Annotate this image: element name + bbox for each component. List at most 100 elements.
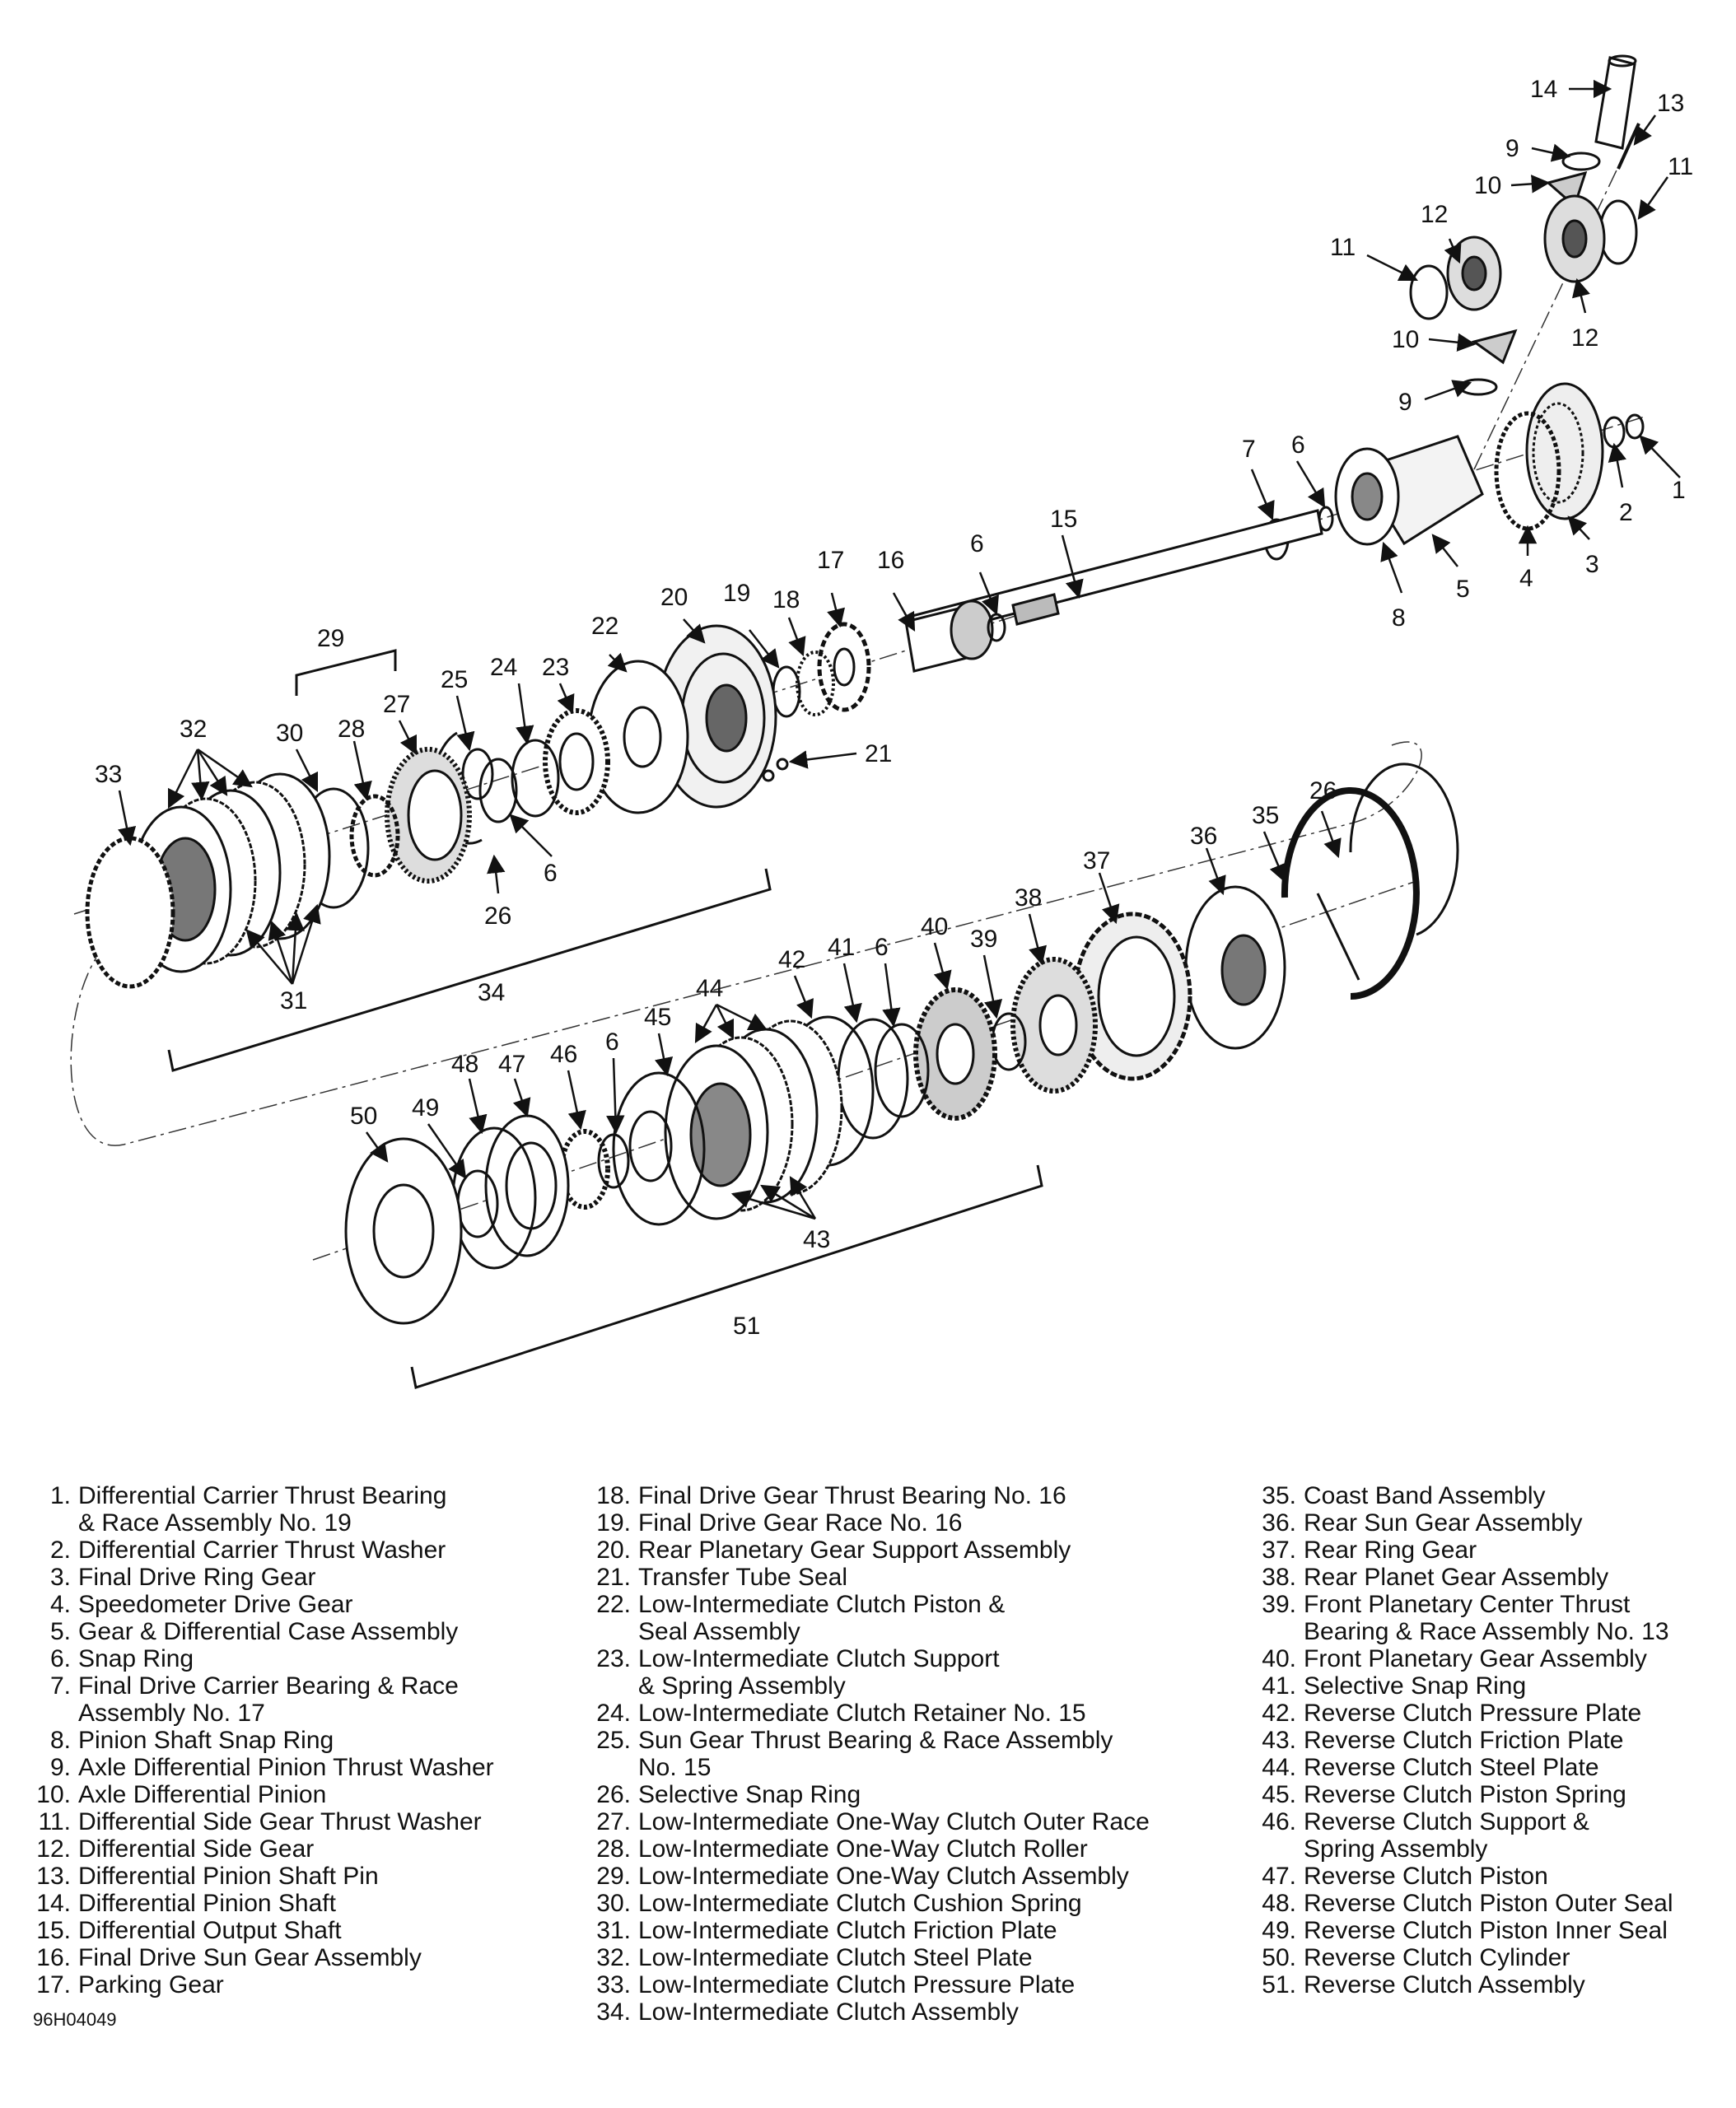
legend-item: 36.Rear Sun Gear Assembly [1250,1509,1673,1537]
legend-number: 19. [596,1509,631,1537]
callout-17: 17 [817,547,844,574]
callout-31: 31 [280,987,307,1014]
lower-assembly [344,763,1459,1325]
callout-6-reverse: 6 [605,1028,619,1056]
legend-number: 12. [36,1835,71,1863]
callout-19: 19 [723,580,750,607]
callout-24: 24 [490,654,517,681]
legend-text: Sun Gear Thrust Bearing & Race Assembly [638,1727,1113,1754]
callout-21: 21 [865,740,892,767]
legend-item: 30.Low-Intermediate Clutch Cushion Sprin… [585,1890,1150,1917]
legend-number: 15. [36,1917,71,1944]
legend-text: Speedometer Drive Gear [78,1591,353,1618]
legend-text: Low-Intermediate Clutch Assembly [638,1998,1019,2026]
legend-text-continued: No. 15 [638,1754,712,1781]
legend-text: Differential Side Gear [78,1835,315,1863]
callout-5: 5 [1456,576,1470,603]
callout-28: 28 [338,716,365,743]
legend-number: 36. [1262,1509,1296,1537]
legend-text-continued: Bearing & Race Assembly No. 13 [1304,1618,1669,1645]
rear-ring-gear [1072,912,1192,1081]
callout-9-upper: 9 [1505,135,1519,162]
legend-item: 49.Reverse Clutch Piston Inner Seal [1250,1917,1673,1944]
reverse-clutch-cylinder [344,1137,463,1325]
callout-12-right: 12 [1571,324,1598,352]
legend-text: Low-Intermediate Clutch Steel Plate [638,1944,1033,1971]
legend-item: 4. Speedometer Drive Gear [25,1591,494,1618]
legend-number: 2. [49,1537,71,1564]
legend-number: 50. [1262,1944,1296,1971]
legend-number: 43. [1262,1727,1296,1754]
legend-number: 28. [596,1835,631,1863]
legend-text: Axle Differential Pinion Thrust Washer [78,1754,494,1781]
legend-number: 9. [49,1754,71,1781]
callout-6-shaft: 6 [1291,431,1305,459]
legend-item: 35.Coast Band Assembly [1250,1482,1673,1509]
legend-text: Differential Pinion Shaft [78,1890,336,1917]
legend-number: 27. [596,1808,631,1835]
legend-text: Reverse Clutch Cylinder [1304,1944,1570,1971]
callout-47: 47 [498,1051,525,1078]
legend-number: 37. [1262,1537,1296,1564]
legend-item: 19.Final Drive Gear Race No. 16 [585,1509,1150,1537]
callout-10-lower: 10 [1392,326,1419,353]
callout-44: 44 [696,975,723,1002]
side-gear-thrust-washer-left [1409,264,1449,320]
legend-number: 22. [596,1591,631,1618]
callout-numbers: 14 13 9 10 11 12 11 12 10 9 7 6 1 2 3 4 … [95,76,1693,1340]
callout-22: 22 [591,613,618,640]
pinion-thrust-washer-lower [1458,378,1498,396]
legend-item: 40.Front Planetary Gear Assembly [1250,1645,1673,1672]
legend-item: 42. Reverse Clutch Pressure Plate [1250,1700,1673,1727]
legend-item: 20.Rear Planetary Gear Support Assembly [585,1537,1150,1564]
legend-text: Selective Snap Ring [1304,1672,1527,1700]
bracket-34 [167,868,772,1072]
callout-11-right: 11 [1668,153,1693,180]
legend-text: Reverse Clutch Pressure Plate [1304,1700,1642,1727]
legend-number: 8. [49,1727,71,1754]
selective-snap-ring-rear [1349,763,1459,936]
leader-lines [117,79,1681,1220]
legend-text: Rear Planetary Gear Support Assembly [638,1537,1071,1564]
bracket-29 [295,649,397,696]
legend-number: 3. [49,1564,71,1591]
legend-number: 4. [49,1591,71,1618]
legend-number: 17. [36,1971,71,1998]
legend-number: 41. [1262,1672,1296,1700]
legend-text: Final Drive Gear Race No. 16 [638,1509,963,1537]
legend-number: 42. [1262,1700,1296,1727]
legend-number: 39. [1262,1591,1296,1618]
low-intermediate-clutch-piston [587,660,689,814]
callout-25: 25 [441,666,468,693]
legend-text: Parking Gear [78,1971,224,1998]
callout-45: 45 [644,1004,671,1031]
legend-text: Differential Output Shaft [78,1917,342,1944]
differential-carrier-thrust-washer [1603,416,1626,449]
legend-number: 21. [596,1564,631,1591]
callout-26-rear: 26 [1309,777,1337,804]
coast-band [1281,787,1420,1000]
legend-text: Transfer Tube Seal [638,1564,848,1591]
legend-number: 46. [1262,1808,1296,1835]
callout-33: 33 [95,761,122,788]
legend-text: Reverse Clutch Piston Outer Seal [1304,1890,1673,1917]
legend-item: 27.Low-Intermediate One-Way Clutch Outer… [585,1808,1150,1835]
callout-11-left: 11 [1330,234,1356,261]
legend-number: 29. [596,1863,631,1890]
one-way-clutch-roller [349,794,400,878]
legend-number: 14. [36,1890,71,1917]
transfer-tube-seal-b [762,769,775,782]
bracket-51 [410,1164,1043,1389]
low-intermediate-clutch-retainer [511,739,560,818]
legend-number: 1. [49,1482,71,1509]
legend-number: 26. [596,1781,631,1808]
clutch-pressure-plate [85,836,175,989]
one-way-clutch-outer-race [385,747,472,884]
legend-text: Low-Intermediate One-Way Clutch Roller [638,1835,1088,1863]
callout-6-planetary: 6 [875,934,889,961]
callout-37: 37 [1083,847,1110,874]
low-intermediate-clutch-support [543,708,610,815]
legend-text: Differential Pinion Shaft Pin [78,1863,379,1890]
callout-51: 51 [733,1313,760,1340]
